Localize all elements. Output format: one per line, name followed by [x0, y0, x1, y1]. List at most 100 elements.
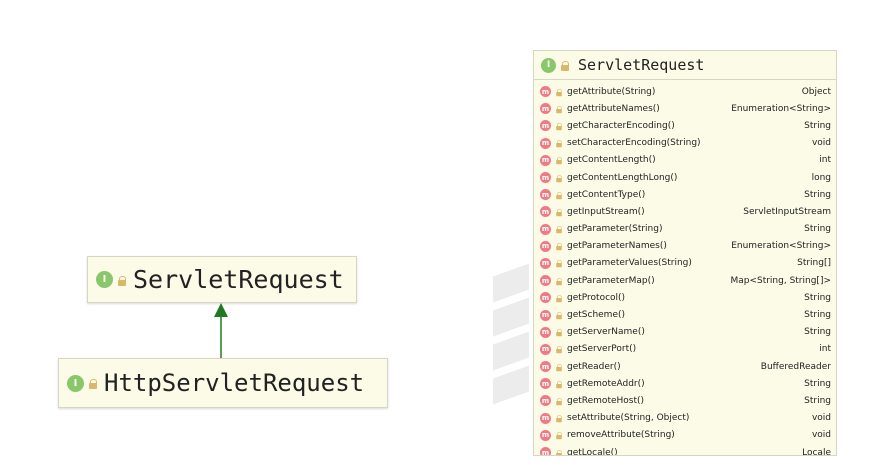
method-icon: m: [540, 240, 551, 252]
method-name: getServerPort(): [567, 344, 637, 355]
public-lock-icon: [556, 156, 563, 165]
return-type: void: [811, 138, 831, 149]
method-name: getProtocol(): [567, 292, 626, 303]
method-icon: m: [540, 103, 551, 115]
method-row[interactable]: m getServerName() String: [534, 324, 836, 341]
method-row[interactable]: m getProtocol() String: [534, 289, 836, 306]
return-type: String: [804, 310, 831, 321]
method-name: getParameterNames(): [567, 241, 667, 252]
public-lock-icon: [556, 276, 563, 285]
return-type: void: [811, 430, 831, 441]
return-type: String: [804, 189, 831, 200]
return-type: String: [804, 327, 831, 338]
return-type: String[]: [797, 258, 831, 269]
public-lock-icon: [556, 105, 563, 113]
method-name: getRemoteAddr(): [567, 378, 645, 389]
panel-header[interactable]: I ServletRequest: [534, 51, 836, 80]
return-type: Enumeration<String>: [731, 103, 831, 114]
public-lock-icon: [556, 87, 563, 96]
public-lock-icon: [556, 362, 563, 371]
return-type: Map<String, String[]>: [730, 275, 831, 286]
public-lock-icon: [556, 208, 563, 217]
method-name: getParameterMap(): [567, 275, 655, 286]
method-icon: m: [540, 378, 551, 390]
method-icon: m: [540, 429, 551, 441]
return-type: int: [819, 344, 831, 355]
method-icon: m: [540, 189, 551, 201]
public-lock-icon: [556, 139, 563, 148]
method-icon: m: [540, 257, 551, 269]
public-lock-icon: [556, 191, 563, 199]
method-row[interactable]: m getParameterMap() Map<String, String[]>: [534, 272, 836, 289]
method-icon: m: [540, 223, 551, 235]
method-icon: m: [540, 395, 551, 407]
servletrequest-node[interactable]: I ServletRequest: [87, 256, 357, 303]
method-icon: m: [540, 292, 551, 304]
method-icon: m: [540, 309, 551, 321]
method-row[interactable]: m getAttributeNames() Enumeration<String>: [534, 100, 836, 117]
return-type: String: [804, 292, 831, 303]
method-icon: m: [540, 120, 551, 132]
method-name: getServerName(): [567, 327, 645, 338]
return-type: String: [804, 120, 831, 131]
method-icon: m: [540, 275, 551, 287]
public-lock-icon: [556, 397, 563, 406]
method-icon: m: [540, 361, 551, 373]
return-type: String: [804, 224, 831, 235]
return-type: String: [804, 395, 831, 406]
method-name: getLocale(): [567, 447, 618, 456]
public-lock-icon: [556, 122, 563, 131]
node-name: ServletRequest: [133, 265, 344, 294]
public-lock-icon: [556, 225, 563, 234]
return-type: Object: [801, 86, 831, 97]
return-type: Locale: [802, 447, 831, 456]
method-row[interactable]: m getParameterValues(String) String[]: [534, 255, 836, 272]
return-type: ServletInputStream: [743, 206, 831, 217]
method-icon: m: [540, 172, 551, 184]
method-icon: m: [540, 206, 551, 218]
public-lock-icon: [556, 431, 563, 440]
return-type: long: [811, 172, 831, 183]
public-lock-icon: [560, 59, 570, 71]
watermark-graphic: [493, 263, 529, 420]
public-lock-icon: [556, 414, 563, 423]
public-lock-icon: [556, 380, 563, 388]
public-lock-icon: [117, 274, 127, 286]
method-name: getParameterValues(String): [567, 258, 692, 269]
method-name: getContentLengthLong(): [567, 172, 678, 183]
method-name: getAttributeNames(): [567, 103, 660, 114]
method-icon: m: [540, 326, 551, 338]
return-type: BufferedReader: [760, 361, 831, 372]
return-type: void: [811, 413, 831, 424]
public-lock-icon: [556, 448, 563, 455]
method-row[interactable]: m getContentLengthLong() long: [534, 169, 836, 186]
method-icon: m: [540, 412, 551, 424]
method-icon: m: [540, 137, 551, 149]
panel-title: ServletRequest: [578, 56, 705, 74]
public-lock-icon: [556, 259, 563, 268]
public-lock-icon: [556, 311, 563, 320]
method-icon: m: [540, 154, 551, 166]
public-lock-icon: [556, 294, 563, 303]
public-lock-icon: [556, 345, 563, 354]
httpservletrequest-node[interactable]: I HttpServletRequest: [58, 358, 388, 408]
interface-icon: I: [67, 374, 84, 392]
